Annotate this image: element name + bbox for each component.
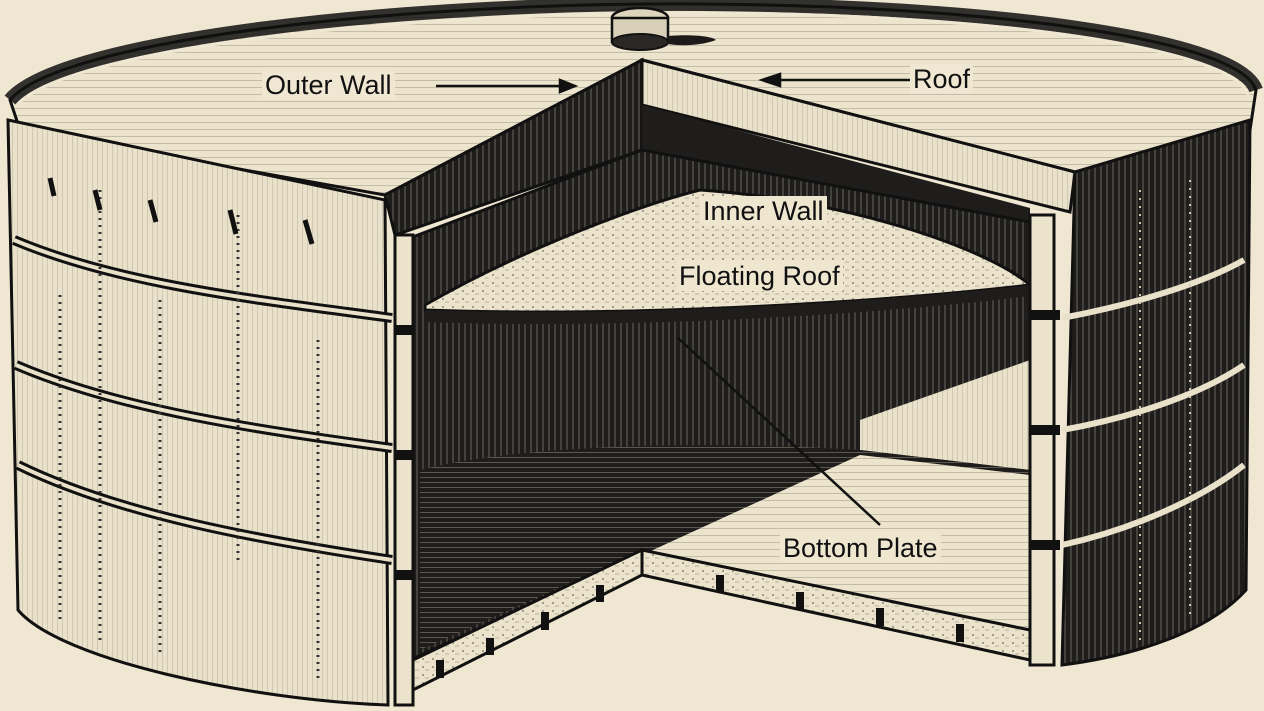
- label-bottom-plate: Bottom Plate: [780, 533, 941, 563]
- leader-lines: [436, 72, 910, 526]
- roof-section-left: [383, 57, 1077, 237]
- arrow-outer-wall: [558, 78, 579, 94]
- outer-wall-right: [1060, 117, 1252, 667]
- roof-vent: [610, 6, 716, 51]
- roof-surface: [4, 0, 1263, 197]
- label-outer-wall: Outer Wall: [262, 70, 395, 100]
- label-roof: Roof: [910, 64, 974, 94]
- label-floating-roof: Floating Roof: [676, 261, 843, 291]
- leader-bottom-plate: [677, 337, 881, 526]
- arrow-roof: [758, 72, 782, 88]
- floating-roof-disc: [423, 188, 1034, 324]
- inner-wall-frame: [393, 213, 1060, 707]
- bottom-plate-slab: [411, 547, 1032, 693]
- label-inner-wall: Inner Wall: [700, 196, 827, 226]
- outer-wall-left: [6, 118, 393, 707]
